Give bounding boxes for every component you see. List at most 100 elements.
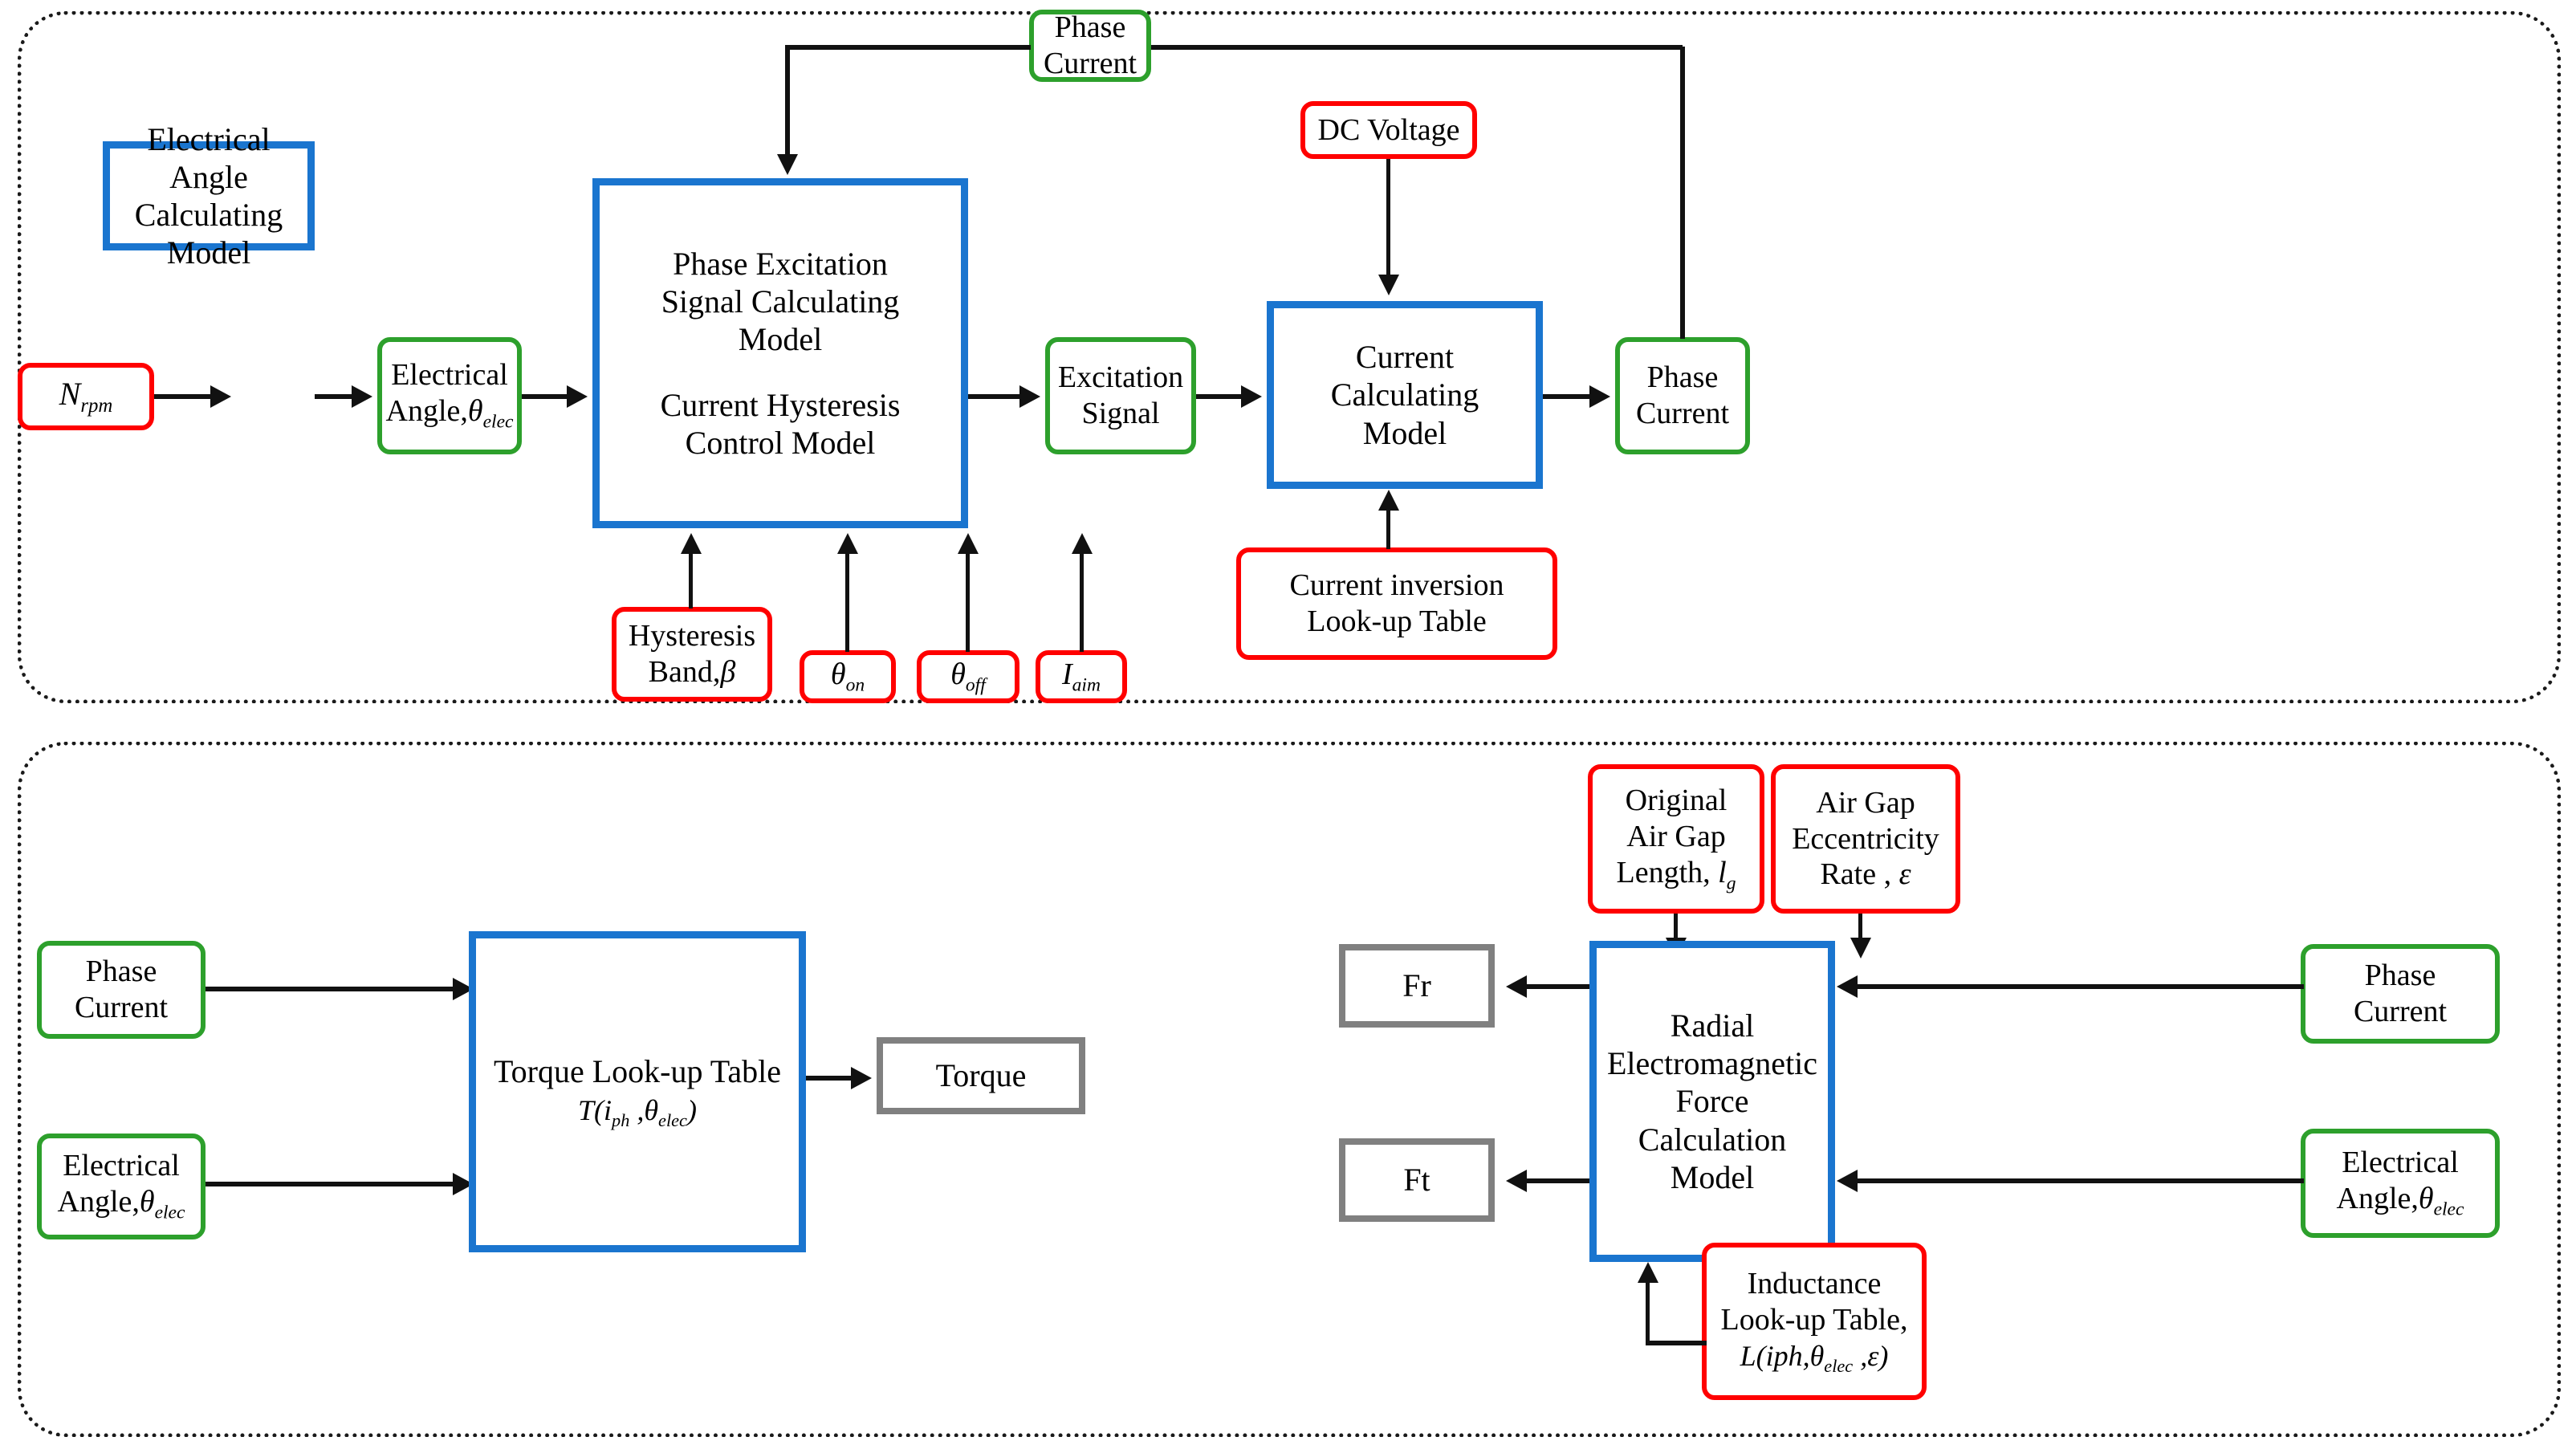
- phase-excitation-line3: Model: [738, 321, 823, 358]
- original-air-gap-line2: Air Gap: [1626, 819, 1726, 853]
- phase-excitation-line4: Current Hysteresis: [660, 386, 901, 423]
- connector-excsignal-to-currcalc: [1196, 394, 1246, 399]
- phase-current-left-line1: Phase: [85, 954, 157, 989]
- air-gap-ecc-line1: Air Gap: [1816, 785, 1915, 820]
- electrical-angle-left-line2: Angle,: [57, 1185, 140, 1219]
- top-panel-border: [18, 11, 2561, 703]
- electrical-angle-left-line1: Electrical: [63, 1149, 180, 1183]
- theta-off-symbol: θ: [950, 657, 966, 691]
- node-theta-on[interactable]: θon: [800, 650, 896, 703]
- node-radial-force-model[interactable]: Radial Electromagnetic Force Calculation…: [1589, 941, 1835, 1262]
- bottom-panel-border: [18, 742, 2561, 1437]
- i-aim-symbol: I: [1062, 657, 1072, 691]
- node-dc-voltage[interactable]: DC Voltage: [1300, 101, 1477, 159]
- radial-force-line3: Model: [1670, 1158, 1755, 1195]
- inductance-lut-line1: Inductance: [1747, 1266, 1882, 1300]
- node-phase-excitation-hysteresis-model[interactable]: Phase Excitation Signal Calculating Mode…: [592, 178, 968, 528]
- current-inversion-line2: Look-up Table: [1307, 604, 1487, 638]
- node-current-inversion-lut[interactable]: Current inversion Look-up Table: [1236, 547, 1557, 660]
- arrowhead-nrpm-to-eamodel: [210, 385, 231, 408]
- connector-torquelut-to-torque: [806, 1076, 856, 1081]
- connector-inductance-horizontal: [1646, 1341, 1707, 1345]
- arrowhead-phasecurrentright-to-radialforce: [1837, 975, 1858, 998]
- node-phase-current-feedback[interactable]: Phase Current: [1029, 10, 1151, 82]
- theta-on-subscript: on: [845, 674, 865, 696]
- theta-symbol-bottom-left: θ: [139, 1185, 155, 1219]
- node-electrical-angle-model[interactable]: Electrical Angle Calculating Model: [103, 121, 315, 271]
- node-electrical-angle-torque-input[interactable]: Electrical Angle,θelec: [37, 1134, 206, 1239]
- fr-output-label: Fr: [1402, 967, 1431, 1004]
- l-g-subscript: g: [1726, 873, 1736, 894]
- beta-symbol: β: [720, 655, 736, 689]
- node-i-aim[interactable]: Iaim: [1036, 650, 1127, 703]
- arrowhead-radialforce-to-fr: [1506, 975, 1527, 998]
- arrowhead-inductance-to-radialforce: [1638, 1262, 1658, 1283]
- arrowhead-phaseexc-to-excsignal: [1019, 385, 1040, 408]
- node-fr-output[interactable]: Fr: [1339, 944, 1495, 1028]
- connector-phasecurrent-to-torquelut: [206, 987, 458, 991]
- connector-dcvoltage-to-currcalc: [1386, 159, 1390, 278]
- node-ft-output[interactable]: Ft: [1339, 1138, 1495, 1222]
- connector-fb-to-left: [785, 45, 1031, 50]
- i-aim-subscript: aim: [1072, 674, 1101, 696]
- inductance-formula-end: ,ε): [1853, 1339, 1889, 1372]
- node-current-calculating-model[interactable]: Current Calculating Model: [1267, 301, 1543, 489]
- arrowhead-currcalc-to-phasecurrent: [1589, 385, 1610, 408]
- air-gap-ecc-line2: Eccentricity: [1792, 821, 1939, 856]
- spacer: [604, 359, 956, 386]
- connector-radialforce-to-fr: [1525, 984, 1589, 989]
- node-theta-off[interactable]: θoff: [917, 650, 1019, 703]
- connector-phaseexc-to-excsignal: [968, 394, 1024, 399]
- node-inductance-lookup-table[interactable]: Inductance Look-up Table, L(iph,θelec ,ε…: [1702, 1243, 1927, 1400]
- node-electrical-angle-force-input[interactable]: Electrical Angle,θelec: [2301, 1129, 2500, 1238]
- electrical-angle-model-label: Electrical Angle Calculating Model: [134, 120, 283, 271]
- theta-on-symbol: θ: [830, 657, 846, 691]
- node-air-gap-eccentricity-rate[interactable]: Air Gap Eccentricity Rate , ε: [1771, 764, 1960, 914]
- connector-radialforce-to-ft: [1525, 1178, 1589, 1183]
- node-original-air-gap-length[interactable]: Original Air Gap Length, lg: [1588, 764, 1764, 914]
- node-electrical-angle-signal[interactable]: Electrical Angle,θelec: [377, 337, 522, 454]
- phase-current-right-line2: Current: [2353, 995, 2448, 1028]
- node-phase-current-torque-input[interactable]: Phase Current: [37, 941, 206, 1039]
- torque-lut-formula-start: T(i: [578, 1093, 612, 1126]
- n-rpm-sub: rpm: [80, 395, 113, 417]
- hysteresis-band-line2: Band,: [648, 655, 721, 689]
- radial-force-line1: Radial Electromagnetic: [1606, 1007, 1818, 1082]
- connector-eamodel-to-easignal: [315, 394, 356, 399]
- connector-thetaon-to-phaseexc: [845, 554, 849, 652]
- node-n-rpm[interactable]: Nrpm: [18, 363, 154, 430]
- torque-lut-formula-end: ): [686, 1093, 697, 1126]
- node-phase-current-output[interactable]: Phase Current: [1615, 337, 1750, 454]
- connector-feedback-horizontal-right: [1140, 45, 1683, 50]
- phase-excitation-line2: Signal Calculating: [661, 283, 900, 320]
- theta-symbol: θ: [467, 394, 483, 429]
- node-torque-lookup-table[interactable]: Torque Look-up Table T(iph ,θelec): [469, 931, 806, 1252]
- arrowhead-eamodel-to-easignal: [352, 385, 372, 408]
- phase-excitation-line1: Phase Excitation: [673, 246, 888, 283]
- epsilon-symbol: ε: [1898, 857, 1911, 892]
- phase-current-right-line1: Phase: [2364, 959, 2436, 993]
- original-air-gap-line3: Length,: [1616, 855, 1711, 889]
- electrical-angle-right-line2: Angle,: [2336, 1182, 2419, 1216]
- phase-current-output-line1: Phase: [1646, 360, 1719, 395]
- arrowhead-dcvoltage-to-currcalc: [1378, 275, 1399, 295]
- arrowhead-eccentricity-to-radialforce: [1850, 938, 1871, 959]
- connector-electricalangleright-to-radialforce: [1854, 1178, 2304, 1183]
- connector-inductance-vertical: [1646, 1283, 1650, 1345]
- node-hysteresis-band[interactable]: Hysteresis Band,β: [612, 607, 772, 702]
- hysteresis-band-line1: Hysteresis: [628, 619, 756, 653]
- node-phase-current-force-input[interactable]: Phase Current: [2301, 944, 2500, 1044]
- connector-iaim-to-phaseexc: [1080, 554, 1084, 652]
- excitation-signal-line1: Excitation: [1057, 360, 1184, 395]
- electrical-angle-signal-line1: Electrical: [391, 358, 508, 393]
- dc-voltage-label: DC Voltage: [1317, 112, 1460, 147]
- node-torque-output[interactable]: Torque: [877, 1037, 1085, 1114]
- node-excitation-signal[interactable]: Excitation Signal: [1045, 337, 1196, 454]
- phase-current-feedback-line1: Phase: [1054, 10, 1126, 45]
- l-g-symbol: l: [1718, 855, 1727, 889]
- phase-current-left-line2: Current: [74, 991, 169, 1024]
- arrowhead-torquelut-to-torque: [851, 1067, 872, 1089]
- inductance-formula-sub: elec: [1824, 1355, 1854, 1376]
- inductance-formula-start: L(iph,θ: [1740, 1339, 1825, 1372]
